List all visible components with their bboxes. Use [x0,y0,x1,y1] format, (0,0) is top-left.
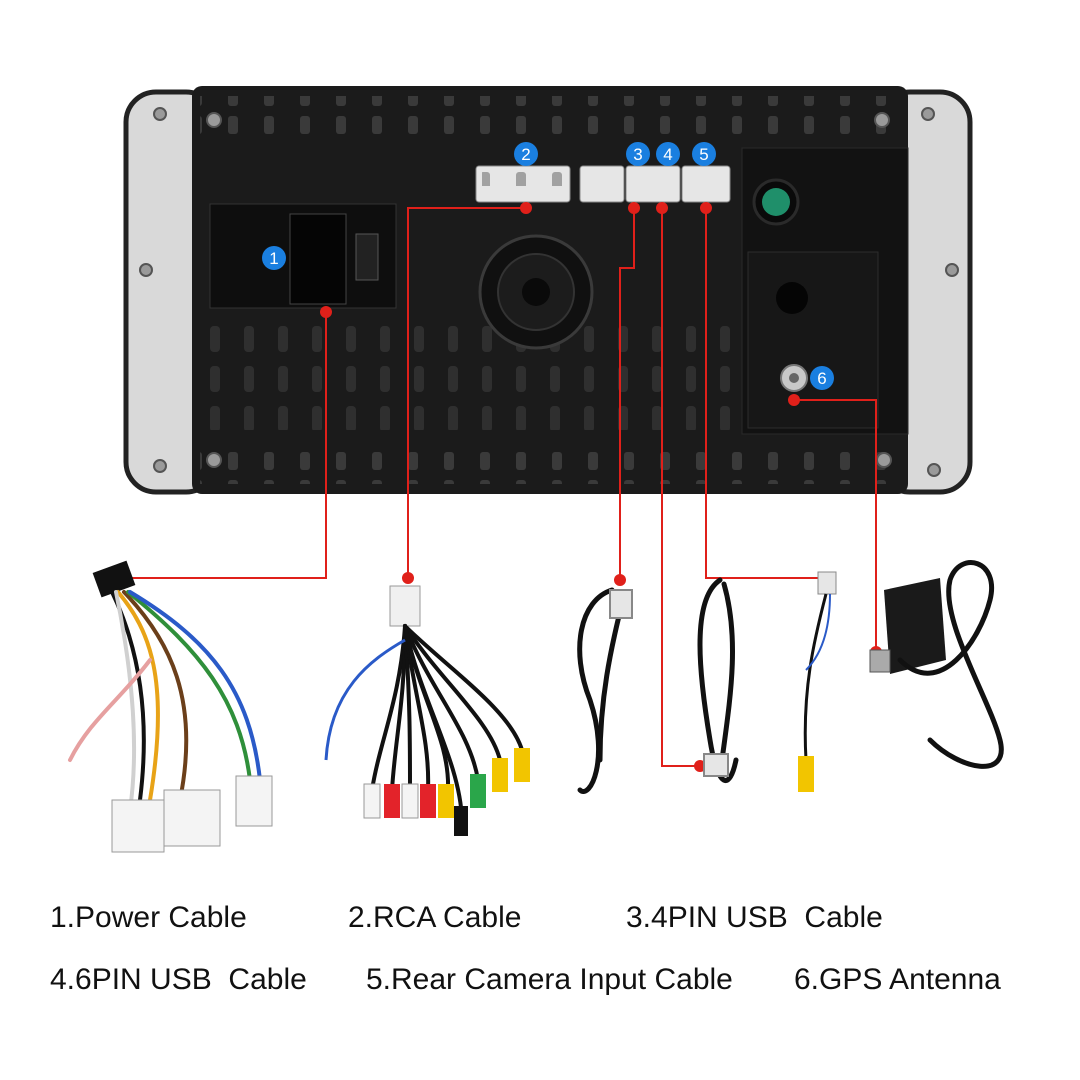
callout-number: 6 [817,369,826,388]
callout-badge-4: 4 [656,142,680,166]
power-socket-pins [289,213,347,305]
leader-line-4 [661,208,700,767]
callout-number: 5 [699,145,708,164]
callout-badge-2: 2 [514,142,538,166]
callout-number: 2 [521,145,530,164]
connector-6pin [625,165,681,203]
gps-port [780,364,808,392]
camera-cable-illustration [798,571,837,792]
legend-item-6pin-usb-cable: 4.6PIN USB Cable [50,963,307,996]
connector-rca [475,165,571,203]
top-vent-strip [200,96,900,140]
legend-item-power-cable: 1.Power Cable [50,901,247,934]
callout-number: 4 [663,145,672,164]
leader-line-1 [118,312,327,579]
callout-badge-3: 3 [626,142,650,166]
leader-line-5 [705,208,826,579]
leader-line-6 [794,399,877,652]
callout-number: 1 [269,249,278,268]
lower-fin-block [206,318,742,430]
legend-item-rear-camera-cable: 5.Rear Camera Input Cable [366,963,733,996]
callout-badge-5: 5 [692,142,716,166]
connector-4pin [579,165,625,203]
callout-badges: 1 2 3 4 5 6 [262,142,834,390]
head-unit [123,86,973,495]
panel-hole [776,282,808,314]
rca-cable-illustration [324,585,530,836]
callout-badge-1: 1 [262,246,286,270]
rca-plugs [363,748,530,836]
antenna-port [752,178,800,226]
leader-lines [118,207,877,767]
connector-camera [681,165,731,203]
power-cable-illustration [68,560,273,853]
right-panel-inner [747,251,879,429]
leader-line-2 [407,207,526,578]
legend-item-gps-antenna: 6.GPS Antenna [794,963,1001,996]
usb6-cable-illustration [697,577,739,783]
usb4-cable-illustration [577,587,633,794]
callout-badge-6: 6 [810,366,834,390]
gps-antenna-illustration [869,560,1004,769]
leader-line-3 [619,208,635,580]
legend-item-4pin-usb-cable: 3.4PIN USB Cable [626,901,883,934]
fuse [355,233,379,281]
legend-item-rca-cable: 2.RCA Cable [348,901,522,934]
fan [478,234,594,350]
callout-number: 3 [633,145,642,164]
bottom-vent-strip [200,444,900,484]
